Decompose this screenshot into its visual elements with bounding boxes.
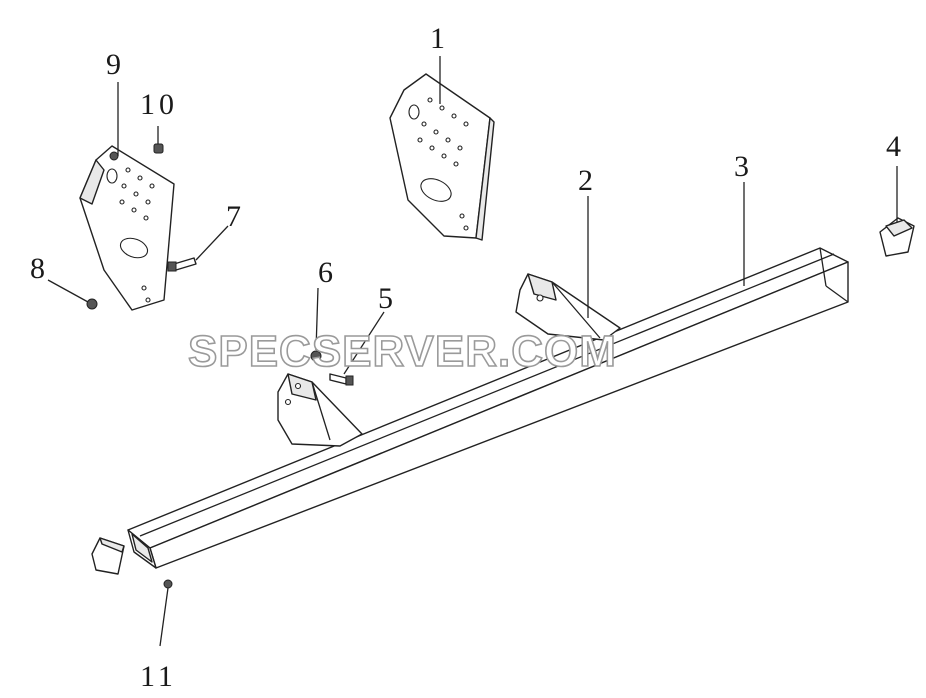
callout-1: 1	[430, 22, 445, 55]
callout-10: 10	[140, 88, 178, 121]
part-10-nut	[153, 126, 164, 154]
callout-8: 8	[30, 252, 45, 285]
callout-3: 3	[734, 150, 749, 183]
end-cap-near	[91, 537, 125, 575]
part-2-bracket	[515, 196, 621, 341]
callout-2: 2	[578, 164, 593, 197]
callout-6: 6	[318, 256, 333, 289]
part-4-end-cap	[879, 166, 915, 257]
part-7-bolt	[167, 225, 229, 272]
part-9-plate-bracket	[79, 82, 175, 311]
callout-7: 7	[226, 200, 241, 233]
watermark-text: SPECSERVER.COM	[188, 327, 617, 376]
bracket-left	[277, 373, 363, 447]
part-3-square-tube	[127, 247, 849, 569]
callout-9: 9	[106, 48, 121, 81]
part-8-nut	[47, 279, 98, 310]
part-11-screw	[159, 579, 173, 647]
callout-4: 4	[886, 130, 901, 163]
callout-11: 11	[140, 660, 177, 693]
part-5-bolt	[329, 311, 385, 386]
callout-5: 5	[378, 282, 393, 315]
part-1-plate-bracket	[389, 56, 495, 241]
part-6-nut	[310, 287, 322, 362]
